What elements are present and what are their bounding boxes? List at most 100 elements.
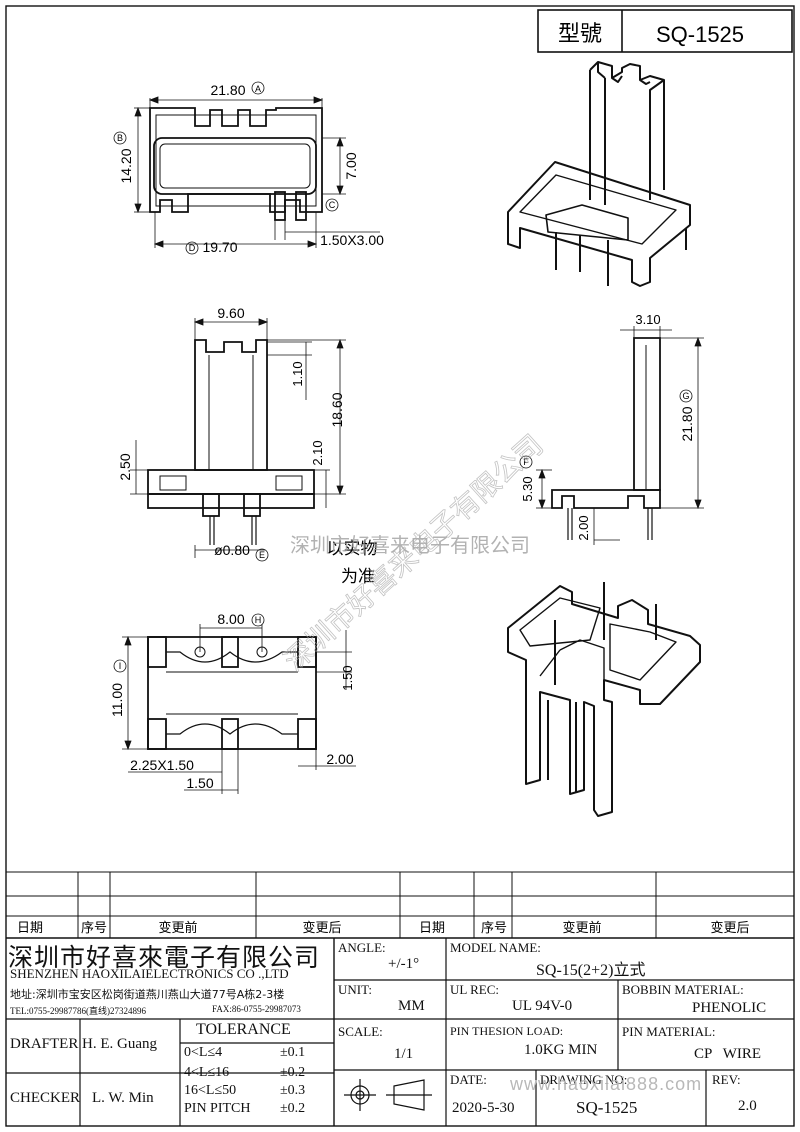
dim-top-width: 21.80 [210, 82, 245, 98]
tag-d: D [189, 243, 196, 253]
bobbin-label: BOBBIN MATERIAL: [622, 982, 744, 997]
unit-value: MM [398, 998, 425, 1014]
checker-value: L. W. Min [92, 1090, 154, 1106]
model-value: SQ-1525 [656, 22, 744, 47]
projection-symbol [344, 1079, 432, 1111]
rev-header-after-1: 变更后 [302, 920, 341, 935]
tag-b: B [117, 133, 123, 143]
drafter-label: DRAFTER [10, 1036, 79, 1052]
dim-top-bottom: 19.70 [202, 239, 237, 255]
scale-label: SCALE: [338, 1024, 383, 1039]
tol-value-1: ±0.1 [280, 1045, 306, 1060]
top-view [149, 107, 323, 221]
angle-value: +/-1° [388, 956, 420, 972]
isometric-view-top [507, 61, 691, 287]
dim-front-width: 9.60 [217, 305, 244, 321]
tol-value-4: ±0.2 [280, 1101, 306, 1116]
rev-header-date-2: 日期 [419, 920, 445, 935]
dim-side-base: 5.30 [520, 476, 535, 501]
front-note-1: 以实物 [327, 539, 378, 558]
dim-top-inner: 7.00 [343, 152, 359, 179]
tol-range-3: 16<L≤50 [184, 1083, 237, 1098]
bottom-view [147, 636, 317, 750]
tol-range-1: 0<L≤4 [184, 1045, 223, 1060]
side-view-dims [519, 326, 704, 545]
dim-bottom-left: 1.50 [186, 775, 213, 791]
rev-value: 2.0 [738, 1098, 757, 1114]
front-view [147, 339, 315, 545]
watermark-horizontal: 深圳市好喜来电子有限公司 [290, 534, 530, 557]
tol-range-4: PIN PITCH [184, 1101, 251, 1116]
tag-f: F [523, 457, 529, 467]
dim-front-h2: 18.60 [329, 392, 345, 427]
dim-side-height: 21.80 [679, 406, 695, 441]
dim-bottom-pin: 2.00 [326, 751, 353, 767]
revision-table [6, 871, 794, 939]
date-value: 2020-5-30 [452, 1100, 515, 1116]
pin-material-label: PIN MATERIAL: [622, 1024, 716, 1039]
dim-bottom-slot: 2.25X1.50 [130, 757, 194, 773]
pin-material-value: CP WIRE [694, 1046, 762, 1062]
dim-bottom-depth: 11.00 [109, 683, 125, 717]
dim-front-base: 2.50 [117, 453, 133, 480]
tag-h: H [255, 615, 262, 625]
pin-load-value: 1.0KG MIN [524, 1042, 598, 1058]
rev-header-seq-1: 序号 [81, 920, 107, 935]
drawing-frame [5, 5, 795, 1127]
dim-side-pin: 2.00 [576, 515, 591, 540]
company-name-en: SHENZHEN HAOXILAIELECTRONICS CO .,LTD [10, 966, 289, 981]
company-address: 地址:深圳市宝安区松岗街道燕川燕山大道77号A栋2-3楼 [10, 988, 285, 1001]
drafter-value: H. E. Guang [82, 1036, 157, 1052]
model-label: 型號 [558, 21, 602, 46]
tag-c: C [329, 200, 336, 210]
rev-header-after-2: 变更后 [710, 920, 749, 935]
tolerance-label: TOLERANCE [196, 1021, 291, 1038]
rev-label: REV: [712, 1072, 741, 1087]
dim-top-pin: 1.50X3.00 [320, 232, 384, 248]
dim-front-h3: 2.10 [310, 440, 325, 465]
isometric-view-bottom [507, 582, 701, 817]
tol-value-2: ±0.2 [280, 1065, 306, 1080]
tag-a: A [255, 84, 261, 94]
drawing-no-value: SQ-1525 [576, 1098, 638, 1117]
front-view-dims [130, 318, 346, 562]
company-fax: FAX:86-0755-29987073 [212, 1004, 301, 1014]
scale-value: 1/1 [394, 1046, 414, 1062]
model-name-value: SQ-15(2+2)立式 [536, 962, 646, 979]
title-block-grid [6, 938, 794, 1126]
angle-label: ANGLE: [338, 940, 386, 955]
top-view-dims [113, 81, 380, 255]
bottom-view-dims [113, 613, 356, 794]
ul-label: UL REC: [450, 982, 499, 997]
model-name-label: MODEL NAME: [450, 940, 541, 955]
dim-top-height: 14.20 [118, 148, 134, 183]
dim-front-pin: ø0.80 [214, 542, 250, 558]
company-name-cn: 深圳市好喜來電子有限公司 [8, 945, 321, 972]
bobbin-value: PHENOLIC [692, 1000, 767, 1016]
rev-header-before-2: 变更前 [562, 920, 601, 935]
checker-label: CHECKER [10, 1090, 81, 1106]
drawing-no-label: DRAWING NO: [540, 1072, 628, 1087]
tol-value-3: ±0.3 [280, 1083, 306, 1098]
header-box: 型號 SQ-1525 [537, 9, 793, 53]
rev-header-seq-2: 序号 [481, 920, 507, 935]
tag-i: I [119, 661, 122, 671]
date-label: DATE: [450, 1072, 487, 1087]
front-note-2: 为准 [341, 567, 375, 586]
side-view [551, 337, 661, 540]
rev-header-date-1: 日期 [17, 920, 43, 935]
company-tel: TEL:0755-29987786(直线)27324896 [10, 1006, 146, 1016]
tol-range-2: 4<L≤16 [184, 1065, 230, 1080]
rev-header-before-1: 变更前 [158, 920, 197, 935]
ul-value: UL 94V-0 [512, 998, 573, 1014]
tag-g: G [682, 391, 689, 401]
unit-label: UNIT: [338, 982, 373, 997]
pin-load-label: PIN THESION LOAD: [450, 1024, 564, 1038]
dim-bottom-pitch: 8.00 [217, 611, 244, 627]
dim-side-width: 3.10 [635, 312, 660, 327]
url-watermark: www.haoxilai888.com [510, 1074, 703, 1094]
dim-bottom-right: 1.50 [340, 665, 355, 690]
tag-e: E [259, 550, 265, 560]
dim-front-h1: 1.10 [290, 361, 305, 386]
